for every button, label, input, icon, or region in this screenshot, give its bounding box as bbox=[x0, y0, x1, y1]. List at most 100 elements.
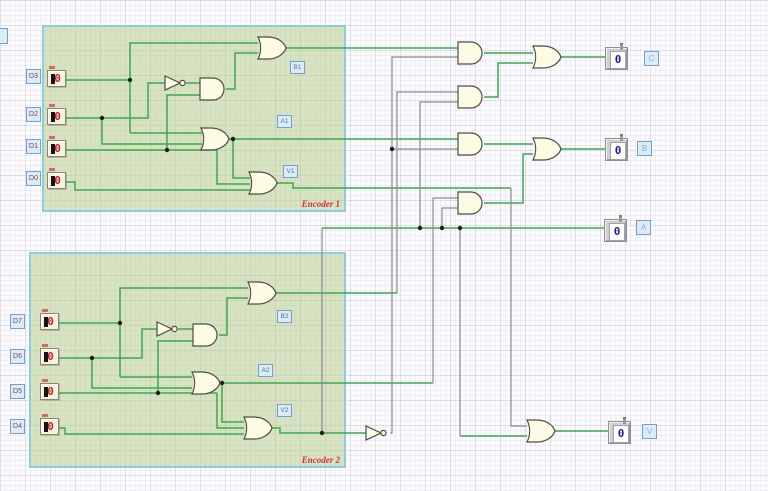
output-label-b: B bbox=[637, 141, 652, 156]
probe-pin bbox=[620, 134, 623, 141]
encoder2-title: Encoder 2 bbox=[301, 455, 340, 465]
input-label-d0: D0 bbox=[26, 171, 41, 186]
or-gate-b2[interactable] bbox=[247, 281, 277, 305]
and-gate-enc1[interactable] bbox=[199, 77, 225, 101]
component-ref-mark bbox=[42, 379, 48, 382]
net-label-b2: B2 bbox=[277, 310, 292, 323]
or-gate-a1[interactable] bbox=[200, 127, 230, 151]
probe-value: 0 bbox=[610, 51, 626, 69]
or-gate-b[interactable] bbox=[532, 137, 562, 161]
net-label-v2: V2 bbox=[277, 404, 292, 417]
switch-value: 0 bbox=[54, 110, 61, 123]
logic-probe-v: 0 bbox=[608, 417, 631, 444]
switch-toggle[interactable] bbox=[44, 352, 48, 362]
clipped-label-box bbox=[0, 28, 8, 44]
probe-value: 0 bbox=[609, 223, 625, 241]
input-label-d3: D3 bbox=[26, 69, 41, 84]
wire-and1e1-to-or-b1 bbox=[226, 52, 258, 90]
switch-value: 0 bbox=[47, 385, 54, 398]
logic-switch-d6[interactable]: 0 bbox=[40, 344, 59, 365]
switch-toggle[interactable] bbox=[51, 74, 55, 84]
or-gate-c[interactable] bbox=[532, 45, 562, 69]
wire-v1-net bbox=[277, 182, 511, 189]
input-label-d5: D5 bbox=[10, 384, 25, 399]
component-ref-mark bbox=[49, 66, 55, 69]
switch-toggle[interactable] bbox=[51, 144, 55, 154]
wire-d6-to-or-a2 bbox=[91, 358, 192, 389]
probe-value: 0 bbox=[610, 142, 626, 160]
component-ref-mark bbox=[42, 309, 48, 312]
logic-switch-d1[interactable]: 0 bbox=[47, 136, 66, 157]
green-wires bbox=[59, 42, 609, 437]
switch-toggle[interactable] bbox=[44, 317, 48, 327]
input-label-d6: D6 bbox=[10, 349, 25, 364]
switch-toggle[interactable] bbox=[44, 387, 48, 397]
encoder1-title: Encoder 1 bbox=[301, 199, 340, 209]
switch-value: 0 bbox=[54, 142, 61, 155]
switch-value: 0 bbox=[47, 315, 54, 328]
component-ref-mark bbox=[42, 414, 48, 417]
logic-probe-a: 0 bbox=[604, 215, 627, 242]
not-gate-enc1[interactable] bbox=[164, 75, 186, 91]
net-label-v1: V1 bbox=[283, 165, 298, 178]
probe-pin bbox=[619, 215, 622, 222]
logic-switch-d7[interactable]: 0 bbox=[40, 309, 59, 330]
or-gate-b1[interactable] bbox=[257, 36, 287, 60]
and-gate-3[interactable] bbox=[457, 132, 483, 156]
input-label-d2: D2 bbox=[26, 107, 41, 122]
not-gate-v2[interactable] bbox=[365, 425, 387, 441]
switch-toggle[interactable] bbox=[44, 422, 48, 432]
logic-probe-c: 0 bbox=[605, 43, 628, 70]
probe-pin bbox=[620, 43, 623, 50]
wire-d6-to-not bbox=[59, 328, 157, 359]
and-gate-4[interactable] bbox=[457, 191, 483, 215]
gates bbox=[156, 36, 562, 443]
wire-d3-to-or-b1 bbox=[129, 42, 258, 133]
wire-enable-vertical bbox=[390, 56, 458, 434]
or-gate-a2[interactable] bbox=[191, 371, 221, 395]
input-label-d7: D7 bbox=[10, 314, 25, 329]
input-label-d1: D1 bbox=[26, 139, 41, 154]
or-gate-v1[interactable] bbox=[248, 171, 278, 195]
switch-toggle[interactable] bbox=[51, 176, 55, 186]
and-gate-1[interactable] bbox=[457, 41, 483, 65]
gray-wires bbox=[321, 56, 527, 436]
wire-d7-to-or-b2 bbox=[119, 287, 248, 377]
wire-and4-out bbox=[484, 153, 533, 204]
switch-value: 0 bbox=[47, 350, 54, 363]
net-label-a1: A1 bbox=[277, 115, 292, 128]
net-label-b1: B1 bbox=[290, 61, 305, 74]
component-ref-mark bbox=[49, 136, 55, 139]
or-gate-v[interactable] bbox=[526, 419, 556, 443]
wire-d5-to-and bbox=[157, 340, 194, 393]
logic-switch-d3[interactable]: 0 bbox=[47, 66, 66, 87]
wire-d1-to-or-v1 bbox=[216, 150, 250, 185]
probe-pin bbox=[623, 417, 626, 424]
wire-d2-to-or-a1 bbox=[101, 118, 202, 145]
component-ref-mark bbox=[49, 104, 55, 107]
wire-d1-to-and bbox=[166, 94, 201, 150]
logic-switch-d4[interactable]: 0 bbox=[40, 414, 59, 435]
logic-switch-d5[interactable]: 0 bbox=[40, 379, 59, 400]
wire-tap2-vertical bbox=[441, 207, 458, 228]
switch-value: 0 bbox=[47, 420, 54, 433]
and-gate-2[interactable] bbox=[457, 85, 483, 109]
wire-a2-to-or-v2 bbox=[221, 383, 244, 423]
net-label-a2: A2 bbox=[258, 364, 273, 377]
logic-switch-d2[interactable]: 0 bbox=[47, 104, 66, 125]
wire-v1-vertical bbox=[510, 188, 527, 427]
logic-switch-d0[interactable]: 0 bbox=[47, 168, 66, 189]
logic-probe-b: 0 bbox=[605, 134, 628, 161]
and-gate-enc2[interactable] bbox=[192, 323, 218, 347]
wire-d2-to-not bbox=[66, 82, 165, 119]
or-gate-v2[interactable] bbox=[243, 416, 273, 440]
not-gate-enc2[interactable] bbox=[156, 321, 178, 337]
output-label-c: C bbox=[644, 51, 659, 66]
output-label-v: V bbox=[642, 424, 657, 439]
wire-tap1-vertical bbox=[419, 101, 458, 228]
switch-value: 0 bbox=[54, 72, 61, 85]
switch-toggle[interactable] bbox=[51, 112, 55, 122]
input-label-d4: D4 bbox=[10, 419, 25, 434]
component-ref-mark bbox=[42, 344, 48, 347]
